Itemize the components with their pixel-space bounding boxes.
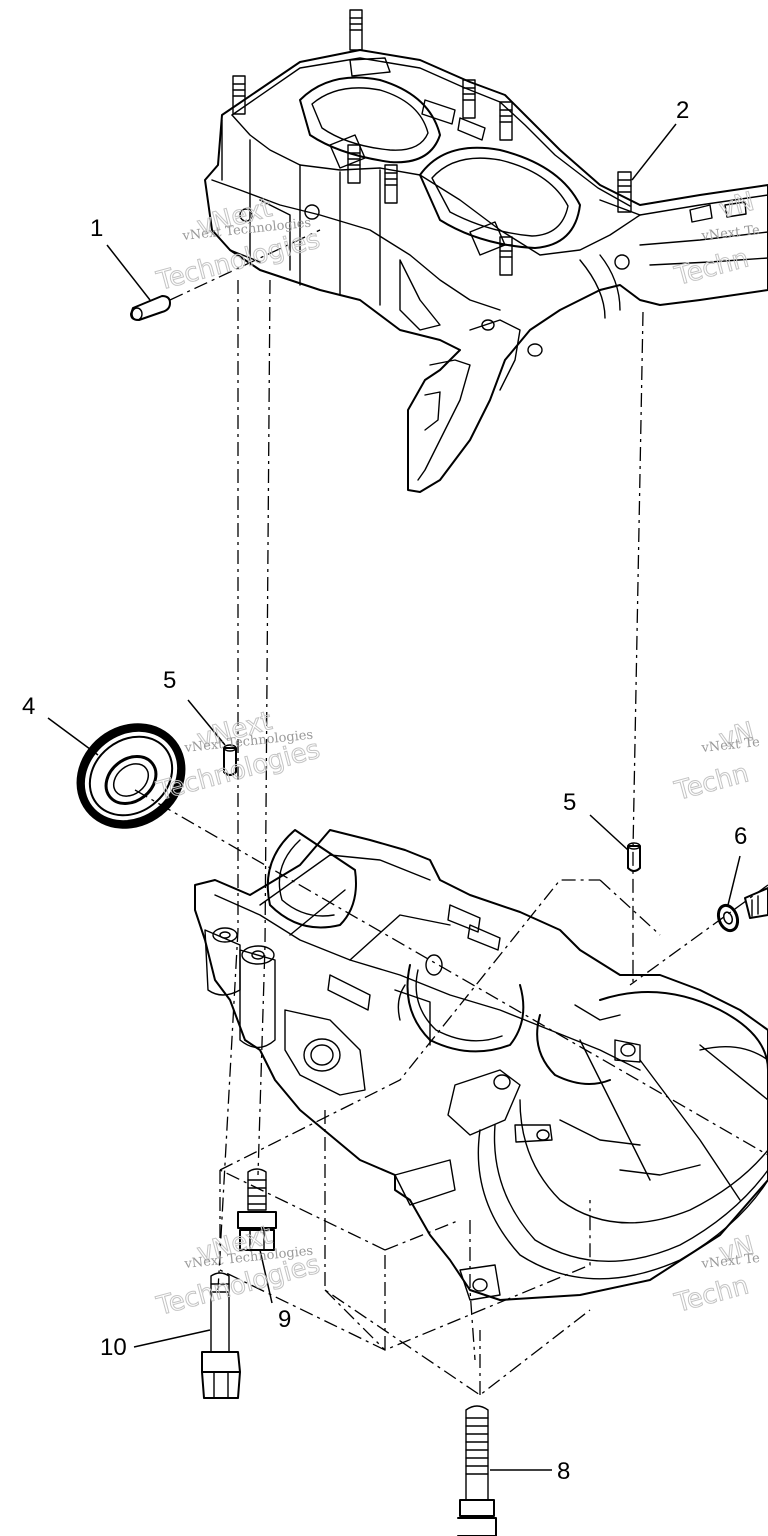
cylinder-studs <box>232 9 632 276</box>
stud-item-2 <box>617 171 632 213</box>
upper-crankcase <box>204 49 768 493</box>
centerline-dowel <box>169 229 321 301</box>
callout-8: 8 <box>557 1458 570 1485</box>
dowel-sleeve-item-5-right <box>627 842 641 872</box>
watermark-text: vNext Te <box>700 223 761 244</box>
watermark-lower-left: vNext vNext Technologies Technologies <box>153 1220 324 1323</box>
callout-9: 9 <box>278 1306 291 1333</box>
watermark-text: vNext Te <box>700 1251 761 1272</box>
lower-crankcase <box>194 829 768 1301</box>
stud <box>462 79 476 119</box>
callout-10: 10 <box>100 1334 127 1361</box>
watermark-techn: Techn <box>671 1270 752 1319</box>
watermark-text: vNext Te <box>700 735 761 756</box>
stud <box>347 144 361 184</box>
fitting-item-6 <box>716 887 768 933</box>
bolt-item-10 <box>201 1272 241 1399</box>
callout-6: 6 <box>734 823 747 850</box>
callout-1: 1 <box>90 215 103 242</box>
phantom-box <box>219 879 661 1396</box>
callout-4: 4 <box>22 693 35 720</box>
watermark-middle-right: vN vNext Te Techn <box>671 716 761 807</box>
bolt-item-8 <box>457 1405 497 1536</box>
stud <box>349 9 363 51</box>
bolt-item-9 <box>237 1168 277 1251</box>
callout-labels: 1 2 4 5 5 6 8 9 10 <box>22 97 747 1485</box>
dowel-pin-item-1 <box>130 295 171 321</box>
stud <box>499 236 513 276</box>
callout-5-right: 5 <box>563 789 576 816</box>
watermark-techn: Techn <box>671 758 752 807</box>
stud <box>499 101 513 141</box>
dowel-sleeve-item-5-left <box>223 744 237 776</box>
watermark-techn: Techn <box>671 243 752 292</box>
oil-seal-item-4 <box>76 723 186 829</box>
callout-2: 2 <box>676 97 689 124</box>
stud <box>232 75 246 115</box>
leader-lines <box>47 123 741 1471</box>
watermark-lower-right: vN vNext Te Techn <box>671 1230 761 1319</box>
stud <box>384 164 398 204</box>
assembly-centerlines <box>134 279 768 1361</box>
callout-5-left: 5 <box>163 667 176 694</box>
